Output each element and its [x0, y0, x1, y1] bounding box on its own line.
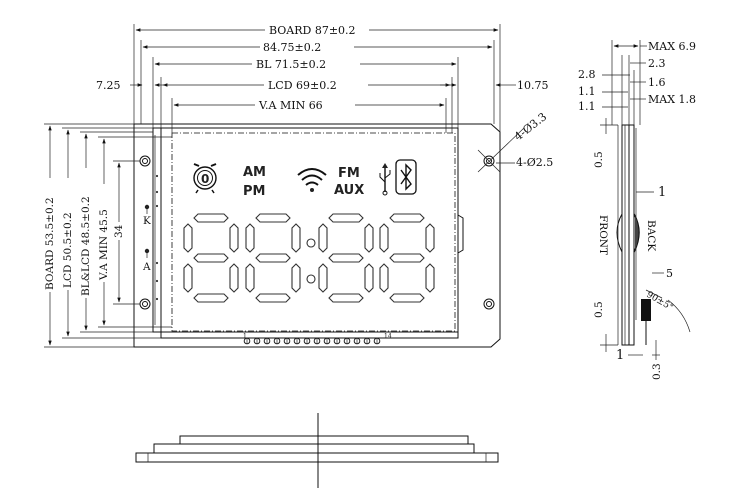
led-pins: K A [142, 204, 151, 273]
wifi-icon [297, 168, 327, 192]
dim-va-width: V.A MIN 66 [258, 99, 323, 112]
dim-side-d1: 2.3 [648, 57, 666, 70]
dim-side-top-gap: 0.5 [593, 151, 605, 168]
hole-top-right [483, 155, 495, 167]
hole-bottom-right [483, 298, 495, 310]
left-dimensions: BOARD 53.5±0.2 LCD 50.5±0.2 BL&LCD 48.5±… [41, 123, 172, 348]
dim-va-height: V.A MIN 45.5 [98, 209, 110, 281]
digit-3 [318, 213, 374, 303]
dim-board-width: BOARD 87±0.2 [269, 24, 356, 37]
dim-side-pin-w: 1 [616, 348, 624, 363]
dim-lcd-height: LCD 50.5±0.2 [62, 212, 74, 288]
dim-bl-width: BL 71.5±0.2 [256, 58, 326, 71]
bottom-pin-row [243, 337, 381, 345]
dim-side-pin-len: 1 [658, 185, 666, 200]
front-view: K A 1 14 0 AM PM FM AUX [41, 23, 553, 348]
svg-text:0: 0 [201, 172, 209, 186]
dim-side-pin-h: 5 [666, 267, 673, 280]
side-pin [641, 299, 651, 321]
digit-2 [245, 213, 301, 303]
lcd-glass [160, 127, 459, 339]
aux-indicator: AUX [334, 183, 364, 198]
hole-callout-outer: 4-Ø3.3 [512, 110, 549, 143]
dim-board-height: BOARD 53.5±0.2 [44, 197, 56, 290]
bluetooth-icon [395, 159, 417, 195]
dim-right-offset: 10.75 [517, 79, 549, 92]
label-back: BACK [645, 220, 657, 251]
dim-left-offset: 7.25 [96, 79, 121, 92]
hole-top-left [139, 155, 151, 167]
dim-outer-width: 84.75±0.2 [263, 41, 321, 54]
hole-callout-inner: 4-Ø2.5 [516, 156, 553, 169]
led-pin-k: K [143, 215, 151, 227]
digit-4 [379, 213, 435, 303]
dim-side-max-total: MAX 6.9 [648, 40, 696, 53]
bottom-edge-view [135, 413, 499, 488]
side-view: 90±5° MAX 6.9 2.3 2.8 1.6 1.1 MAX 1.8 1.… [578, 40, 696, 380]
dim-bl-lcd-height: BL&LCD 48.5±0.2 [80, 196, 92, 296]
top-dimensions: BOARD 87±0.2 84.75±0.2 BL 71.5±0.2 LCD 6… [96, 23, 549, 133]
dim-inner-height: 34 [113, 224, 125, 238]
dim-side-d2: 2.8 [578, 68, 596, 81]
dim-side-max-pin: MAX 1.8 [648, 93, 696, 106]
dim-side-d4: 1.1 [578, 85, 596, 98]
colon-dot-top [306, 238, 316, 248]
digit-1 [183, 213, 239, 303]
led-strip [154, 135, 159, 325]
dim-side-d3: 1.6 [648, 76, 666, 89]
led-pin-a: A [142, 261, 151, 273]
connector-tab [457, 214, 464, 254]
viewing-area [171, 132, 456, 332]
mounting-holes [139, 127, 525, 310]
pm-indicator: PM [243, 184, 265, 199]
label-front: FRONT [597, 215, 609, 255]
usb-icon [379, 163, 391, 196]
alarm-clock-icon: 0 [193, 163, 217, 194]
dim-side-d5: 1.1 [578, 100, 596, 113]
pin-label-first: 1 [243, 333, 247, 340]
seven-segment-digits [183, 213, 435, 303]
fm-indicator: FM [338, 166, 360, 181]
am-indicator: AM [243, 165, 266, 180]
dim-lcd-width: LCD 69±0.2 [268, 79, 337, 92]
dim-side-pin-t: 0.3 [651, 363, 663, 380]
hole-bottom-left [139, 298, 151, 310]
colon-dot-bottom [306, 274, 316, 284]
pin-label-last: 14 [384, 333, 392, 340]
dim-side-bottom-gap: 0.5 [593, 301, 605, 318]
